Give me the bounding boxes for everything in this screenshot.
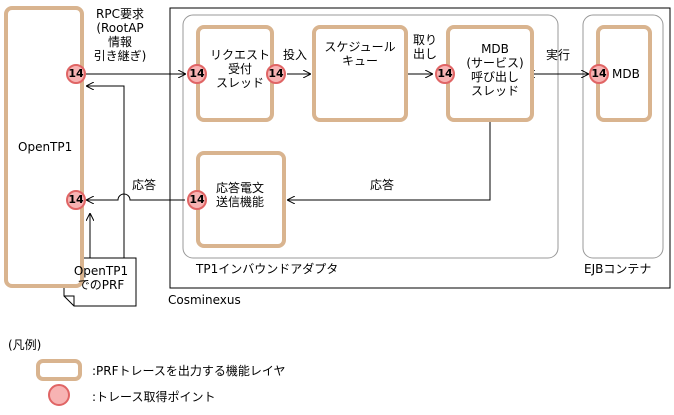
response-label-right: 応答 xyxy=(370,178,395,192)
trace-point-response-sender: 14 xyxy=(187,190,207,210)
schedule-queue-layer xyxy=(312,25,408,122)
request-thread-label: リクエスト 受付 スレッド xyxy=(210,48,271,90)
response-label-left: 応答 xyxy=(132,178,157,192)
mdb-label: MDB xyxy=(612,67,640,81)
opentp1-layer xyxy=(4,6,84,288)
rpc-request-label: RPC要求 (RootAP 情報 引き継ぎ) xyxy=(93,7,147,63)
response-sender-label: 応答電文 送信機能 xyxy=(215,181,264,209)
cosminexus-label: Cosminexus xyxy=(168,293,241,307)
trace-point-mdb-service-in: 14 xyxy=(435,64,455,84)
trace-point-mdb: 14 xyxy=(589,64,609,84)
trace-point-request-in: 14 xyxy=(187,64,207,84)
legend-point-text: :トレース取得ポイント xyxy=(92,390,216,404)
legend-title: (凡例) xyxy=(8,338,42,352)
opentp1-label: OpenTP1 xyxy=(18,140,73,154)
submit-label: 投入 xyxy=(283,48,308,62)
take-out-label: 取り 出し xyxy=(412,33,437,61)
trace-point-request-out: 14 xyxy=(266,64,286,84)
trace-point-opentp1-response: 14 xyxy=(66,190,86,210)
tp1-adapter-label: TP1インバウンドアダプタ xyxy=(196,262,339,276)
trace-point-opentp1-request: 14 xyxy=(66,64,86,84)
opentp1-prf-label: OpenTP1 でのPRF xyxy=(73,264,129,292)
ejb-container-label: EJBコンテナ xyxy=(584,262,652,276)
mdb-service-label: MDB (サービス) 呼び出し スレッド xyxy=(466,42,524,98)
legend-layer-swatch xyxy=(36,359,82,381)
legend-point-swatch xyxy=(48,384,70,406)
schedule-queue-label: スケジュール キュー xyxy=(324,40,396,68)
execute-label: 実行 xyxy=(546,48,571,62)
legend-layer-text: :PRFトレースを出力する機能レイヤ xyxy=(92,364,286,378)
